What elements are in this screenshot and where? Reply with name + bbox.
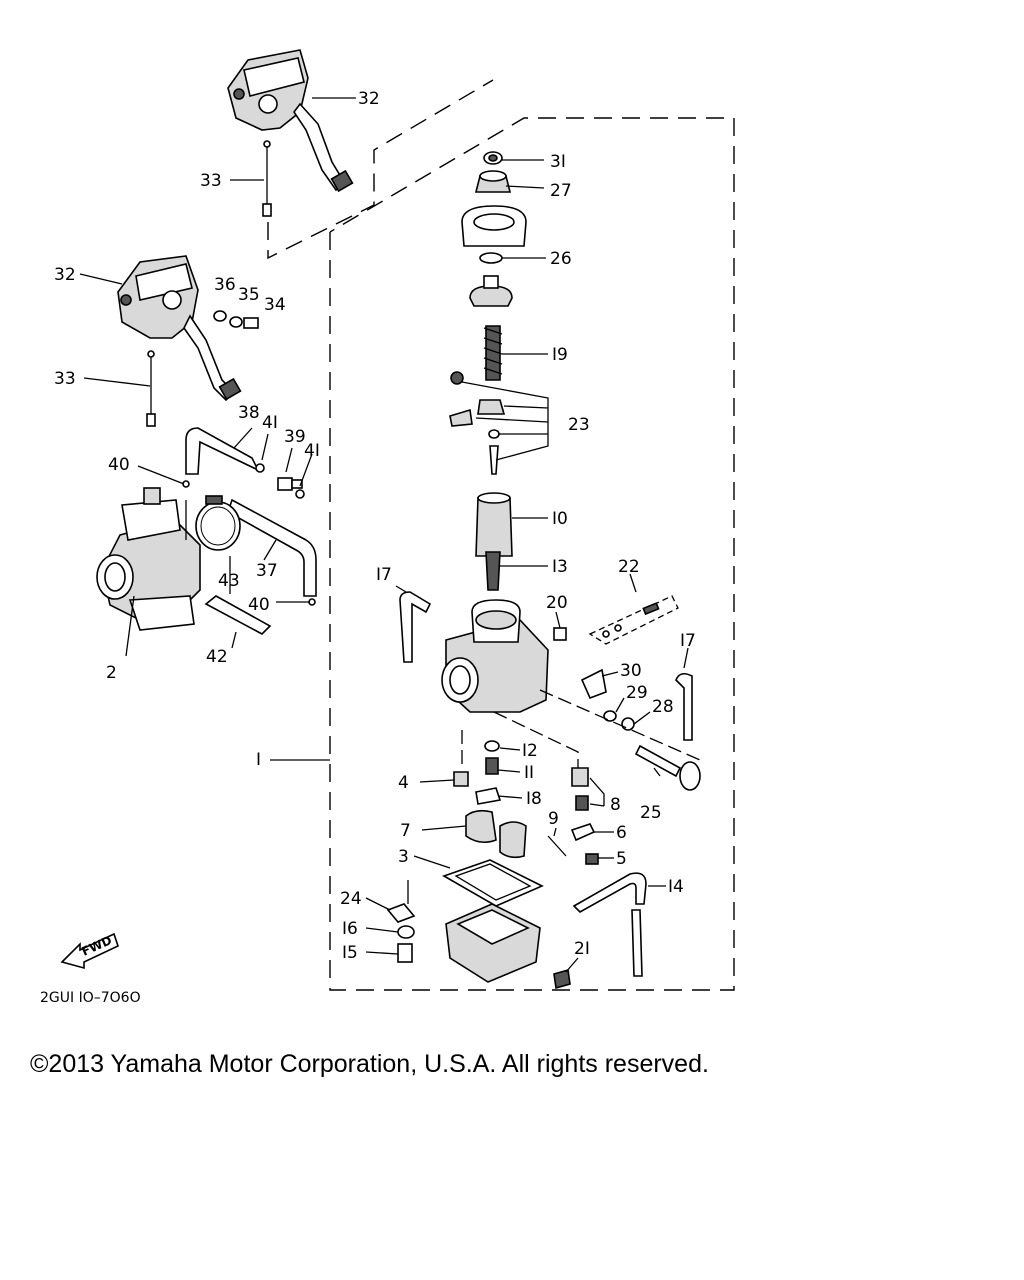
float-bowl xyxy=(445,903,541,983)
callout-33-top: 33 xyxy=(200,171,222,191)
callout-17-left: I7 xyxy=(376,565,392,585)
callout-30: 30 xyxy=(620,661,642,681)
screw-set-22 xyxy=(588,595,679,645)
callout-41-right: 4I xyxy=(304,441,320,461)
fwd-arrow-icon: FWD xyxy=(60,932,119,970)
callout-14: I4 xyxy=(668,877,684,897)
callout-35: 35 xyxy=(238,285,260,305)
cable-adjuster-lower xyxy=(146,350,156,427)
callout-33-left: 33 xyxy=(54,369,76,389)
clamp-43 xyxy=(195,495,241,551)
callout-1: I xyxy=(256,750,261,770)
callout-10: I0 xyxy=(552,509,568,529)
spring-19 xyxy=(483,325,503,381)
callout-19: I9 xyxy=(552,345,568,365)
bracket-30 xyxy=(580,668,607,700)
callout-28: 28 xyxy=(652,697,674,717)
callout-29: 29 xyxy=(626,683,648,703)
callout-9: 9 xyxy=(548,809,559,829)
callout-18: I8 xyxy=(526,789,542,809)
callout-4: 4 xyxy=(398,773,409,793)
callout-37: 37 xyxy=(256,561,278,581)
carburetor-body xyxy=(441,599,549,713)
diagram-code: 2GUI IO–7O6O xyxy=(40,990,141,1006)
callout-2: 2 xyxy=(106,663,117,683)
callout-22: 22 xyxy=(618,557,640,577)
callout-3: 3 xyxy=(398,847,409,867)
callout-39: 39 xyxy=(284,427,306,447)
leader-lines xyxy=(79,97,701,973)
callout-21: 2I xyxy=(574,939,590,959)
throttle-housing-top xyxy=(227,49,354,193)
tube-42 xyxy=(204,595,272,635)
throttle-housing-lower xyxy=(117,255,242,402)
fitting-39 xyxy=(182,463,316,606)
small-parts-lower xyxy=(453,740,599,865)
callout-8: 8 xyxy=(610,795,621,815)
callout-25: 25 xyxy=(640,803,662,823)
callout-5: 5 xyxy=(616,849,627,869)
hose-38 xyxy=(185,427,260,475)
fitting-20 xyxy=(553,627,567,641)
bowl-screws xyxy=(386,903,571,990)
callout-24: 24 xyxy=(340,889,362,909)
callout-36: 36 xyxy=(214,275,236,295)
callout-17-right: I7 xyxy=(680,631,696,651)
callout-6: 6 xyxy=(616,823,627,843)
callout-11: II xyxy=(524,763,534,783)
stack-top-parts xyxy=(461,151,527,307)
callout-34: 34 xyxy=(264,295,286,315)
callout-43: 43 xyxy=(218,571,240,591)
callout-13: I3 xyxy=(552,557,568,577)
assembly-boundary xyxy=(267,79,735,991)
callout-32-top: 32 xyxy=(358,89,380,109)
callout-31: 3I xyxy=(550,152,566,172)
washer-29-screw-28 xyxy=(603,710,635,731)
callout-27: 27 xyxy=(550,181,572,201)
callout-20: 20 xyxy=(546,593,568,613)
float-7 xyxy=(465,809,527,859)
callout-41-left: 4I xyxy=(262,413,278,433)
callout-40-upper: 40 xyxy=(108,455,130,475)
callout-16: I6 xyxy=(342,919,358,939)
callout-7: 7 xyxy=(400,821,411,841)
carburetor-left xyxy=(96,487,201,631)
needle-jet-13 xyxy=(485,551,501,591)
callout-42: 42 xyxy=(206,647,228,667)
callout-23: 23 xyxy=(568,415,590,435)
callout-38: 38 xyxy=(238,403,260,423)
needle-parts-23 xyxy=(449,371,506,475)
small-parts-34-36 xyxy=(213,310,259,329)
callout-12: I2 xyxy=(522,741,538,761)
callout-32-left: 32 xyxy=(54,265,76,285)
hose-17-left xyxy=(399,591,432,663)
hose-37 xyxy=(227,498,317,597)
gasket-3 xyxy=(442,859,544,907)
hose-17-right xyxy=(675,672,693,741)
throttle-valve-10 xyxy=(475,492,513,557)
carburetor-exploded-diagram: FWD xyxy=(40,49,735,1006)
hose-14 xyxy=(572,872,647,977)
cable-adjuster-top xyxy=(262,140,272,217)
callout-40-lower: 40 xyxy=(248,595,270,615)
callout-15: I5 xyxy=(342,943,358,963)
callout-labels: I 2 3 4 5 6 7 8 9 I0 II I2 I3 I4 I5 I6 I… xyxy=(54,89,696,963)
starter-plunger-25 xyxy=(634,744,701,791)
callout-26: 26 xyxy=(550,249,572,269)
copyright-notice: ©2013 Yamaha Motor Corporation, U.S.A. A… xyxy=(30,1050,709,1078)
